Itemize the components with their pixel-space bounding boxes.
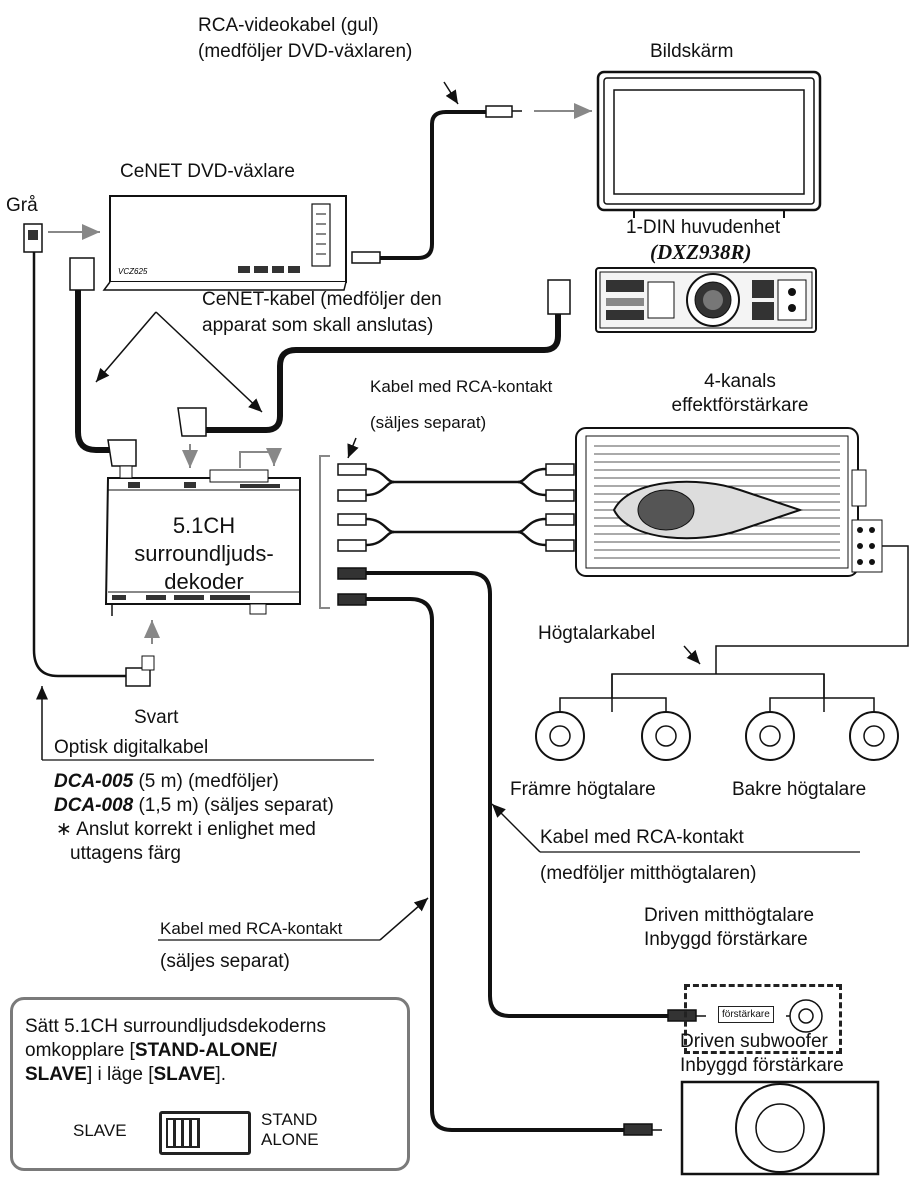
switch-line-3b: ] i läge [ <box>86 1064 154 1085</box>
rca-center-label-2: (medföljer mitthögtalaren) <box>540 863 757 884</box>
switch-line-3: SLAVE] i läge [SLAVE]. <box>25 1063 405 1087</box>
decoder-label-1: 5.1CH <box>172 513 236 538</box>
sub-label-1: Driven subwoofer <box>680 1031 828 1052</box>
optical-label: Optisk digitalkabel <box>54 737 209 758</box>
speakers <box>535 711 899 761</box>
speaker-cable-label: Högtalarkabel <box>538 623 656 644</box>
alone-label: ALONE <box>261 1130 319 1149</box>
rca-video-label-1: RCA-videokabel (gul) <box>198 15 379 36</box>
center-label-1: Driven mitthögtalare <box>644 905 815 926</box>
switch-line-3c: SLAVE <box>153 1064 216 1085</box>
rca-cable-center <box>366 571 668 1018</box>
note-line-1: ∗ Anslut korrekt i enlighet med <box>56 819 316 840</box>
cenet-cable-head-unit <box>206 314 561 433</box>
head-unit-model: (DXZ938R) <box>650 240 752 264</box>
speaker-cable-tree <box>559 545 909 712</box>
monitor <box>596 70 822 218</box>
switch-line-2b: STAND-ALONE/ <box>134 1040 277 1061</box>
switch-line-2a: omkopplare [ <box>25 1040 135 1061</box>
switch-line-3a: SLAVE <box>25 1064 87 1085</box>
decoder-label-3: dekoder <box>164 569 244 594</box>
dca005-desc: (5 m) (medföljer) <box>133 771 279 792</box>
slave-label: SLAVE <box>73 1121 127 1140</box>
dvd-changer: VCZ625 <box>102 195 347 291</box>
switch-knob[interactable] <box>166 1118 200 1148</box>
amplifier-4ch <box>575 427 883 577</box>
optical-digital-cable <box>32 252 126 678</box>
rca-cables-amp <box>337 437 575 552</box>
rca-cable-label-1: Kabel med RCA-kontakt <box>370 377 553 396</box>
sub-label-2: Inbyggd förstärkare <box>680 1055 844 1076</box>
cenet-cable-label-2: apparat som skall anslutas) <box>202 315 434 336</box>
rca-sub-label-1: Kabel med RCA-kontakt <box>160 919 343 938</box>
amp-label-2: effektförstärkare <box>671 395 809 416</box>
cenet-cable-label-1: CeNET-kabel (medföljer den <box>202 289 442 310</box>
dca008-line: DCA-008 (1,5 m) (säljes separat) <box>54 794 334 817</box>
switch-line-3d: ]. <box>215 1064 226 1085</box>
dca008-code: DCA-008 <box>54 795 134 816</box>
rca-sub-label-2: (säljes separat) <box>160 951 290 972</box>
switch-instruction-box: Sätt 5.1CH surroundljudsdekoderns omkopp… <box>10 997 410 1171</box>
head-unit <box>595 267 817 333</box>
switch-instruction-text: Sätt 5.1CH surroundljudsdekoderns omkopp… <box>25 1015 405 1087</box>
dca008-desc: (1,5 m) (säljes separat) <box>133 795 334 816</box>
changer-model: VCZ625 <box>118 267 148 276</box>
front-speaker-label: Främre högtalare <box>510 779 656 800</box>
center-label-2: Inbyggd förstärkare <box>644 929 808 950</box>
note-line-2: uttagens färg <box>70 843 181 864</box>
stand-alone-slave-switch[interactable] <box>159 1111 251 1155</box>
cenet-cable-changer <box>75 290 110 453</box>
rca-cable-subwoofer <box>366 597 624 1132</box>
rca-video-cable <box>378 110 486 260</box>
dca005-code: DCA-005 <box>54 771 134 792</box>
center-amp-tag: förstärkare <box>718 1006 774 1023</box>
subwoofer <box>680 1080 880 1176</box>
dca005-line: DCA-005 (5 m) (medföljer) <box>54 770 279 793</box>
decoder-5-1ch <box>104 469 301 616</box>
head-unit-label: 1-DIN huvudenhet <box>626 217 781 238</box>
decoder-label-2: surroundljuds- <box>134 541 274 566</box>
amp-label-1: 4-kanals <box>704 371 776 392</box>
stand-label: STAND <box>261 1110 318 1129</box>
switch-line-1: Sätt 5.1CH surroundljudsdekoderns <box>25 1016 327 1037</box>
center-speaker-box <box>684 984 842 1054</box>
rear-speaker-label: Bakre högtalare <box>732 779 867 800</box>
rca-video-label-2: (medföljer DVD-växlaren) <box>198 41 413 62</box>
switch-line-2: omkopplare [STAND-ALONE/ <box>25 1039 405 1063</box>
center-speaker <box>786 999 823 1033</box>
rca-center-label-1: Kabel med RCA-kontakt <box>540 827 744 848</box>
rca-cable-label-2: (säljes separat) <box>370 413 487 432</box>
monitor-label: Bildskärm <box>650 41 734 62</box>
gray-label: Grå <box>6 195 38 216</box>
changer-label: CeNET DVD-växlare <box>120 161 295 182</box>
black-label: Svart <box>134 707 179 728</box>
